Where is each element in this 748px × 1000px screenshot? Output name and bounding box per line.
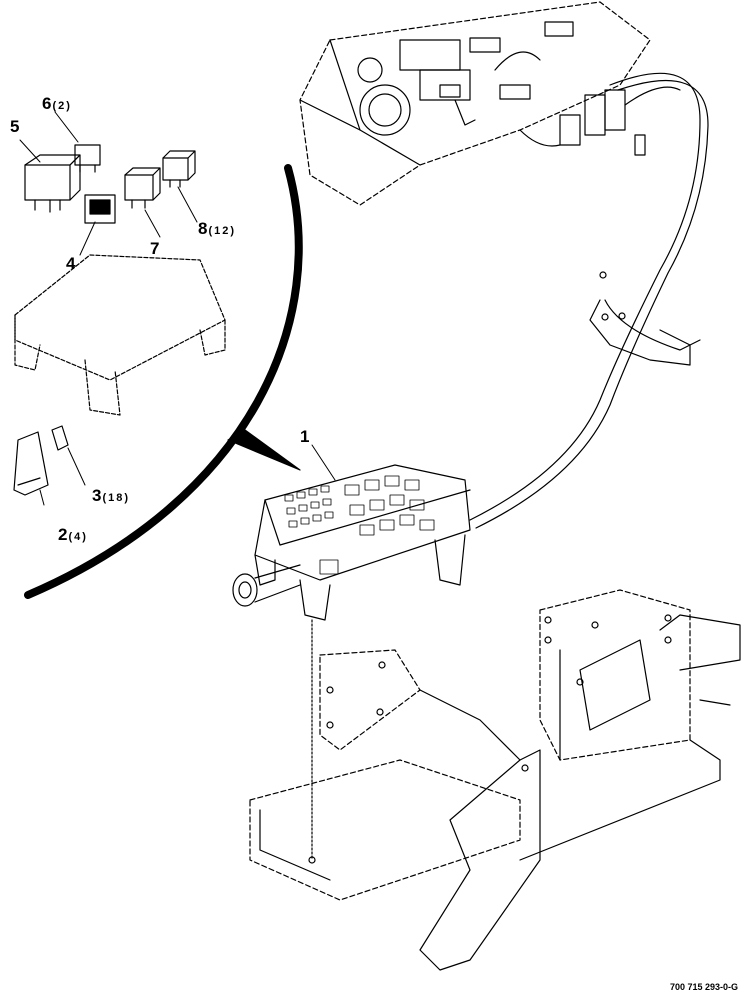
callout-quantity: (4) [68,531,88,543]
document-reference-number: 700 715 293-0-G [669,982,738,992]
relay-item-7 [124,167,161,209]
detail-fuse-box [14,254,226,416]
callout-number: 2 [58,525,68,544]
callout-quantity: (2) [52,100,72,112]
detail-arc [24,164,303,599]
callout-number: 4 [66,254,76,273]
callout-6: 6(2) [42,95,72,113]
callout-number: 3 [92,486,102,505]
relay-item-5 [24,154,81,213]
fuse-item-3 [51,425,69,451]
wiring-harness [469,72,709,529]
callout-number: 5 [10,117,20,136]
console-connectors [519,86,681,156]
callout-number: 1 [300,427,310,446]
callout-quantity: (12) [208,225,237,237]
operator-console [299,1,651,206]
callout-4: 4 [66,255,76,273]
callout-number: 6 [42,94,52,113]
mounting-frame [249,589,741,971]
callout-number: 8 [198,219,208,238]
fuse-relay-box [254,464,471,621]
callout-7: 7 [150,240,160,258]
round-connector [232,564,301,607]
callout-number: 7 [150,239,160,258]
switch-item-4 [84,194,116,224]
callout-5: 5 [10,118,20,136]
callout-8: 8(12) [198,220,236,238]
relay-item-8 [162,150,196,188]
fuse-item-6 [74,144,101,173]
callout-2: 2(4) [58,526,88,544]
callout-1: 1 [300,428,310,446]
callout-quantity: (18) [102,492,131,504]
cover-item-2 [13,431,49,496]
callout-3: 3(18) [92,487,130,505]
detail-arrow [227,429,301,471]
leader-lines [19,111,336,506]
